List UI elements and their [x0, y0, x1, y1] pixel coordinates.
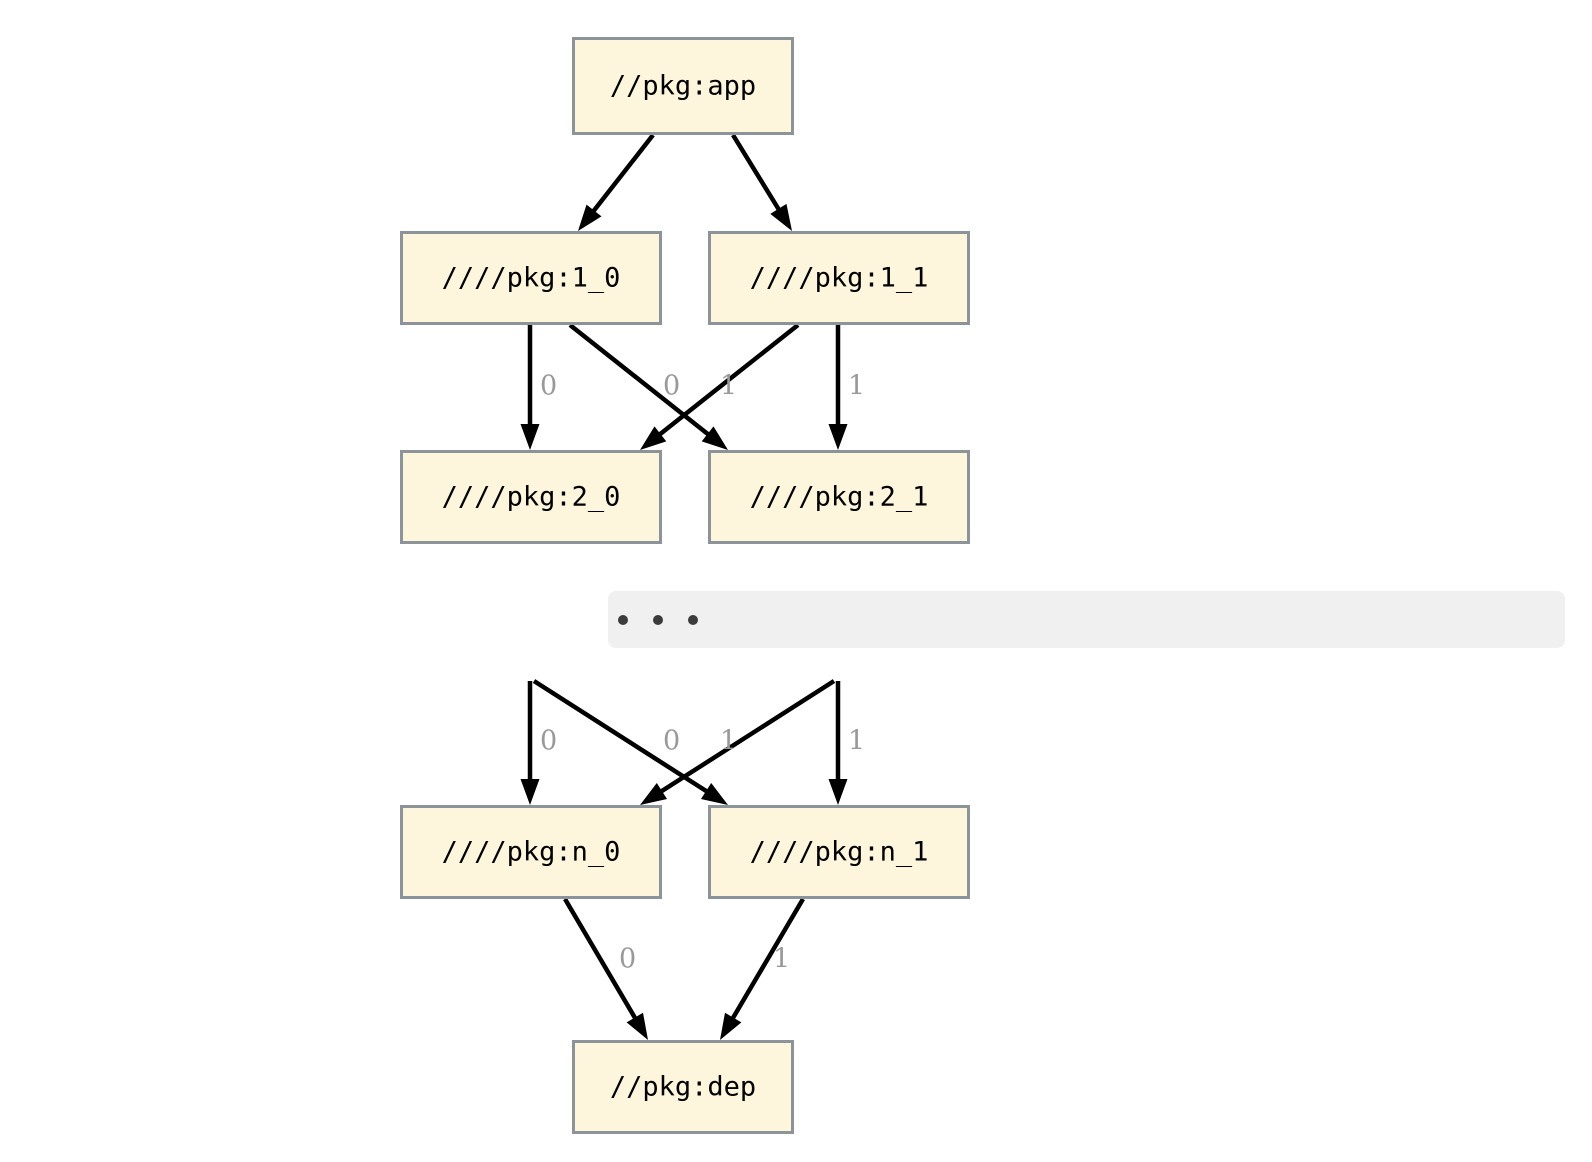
- node-label: ////pkg:2_0: [442, 482, 621, 513]
- edge-labels-layer: 0 0 1 1 0 0 1 1 0 1: [540, 371, 865, 975]
- ellipsis-band: [608, 591, 1565, 648]
- edge-line: [655, 323, 800, 439]
- edges-layer: [520, 133, 848, 1040]
- graph-node[interactable]: //pkg:dep: [572, 1040, 794, 1134]
- ellipsis-dot: [653, 615, 663, 625]
- ellipsis-band-rect: [608, 591, 1565, 648]
- node-rect[interactable]: [708, 450, 970, 544]
- graph-node[interactable]: ////pkg:1_1: [708, 231, 970, 325]
- node-label: ////pkg:1_1: [750, 263, 929, 294]
- graph-node[interactable]: //pkg:app: [572, 37, 794, 135]
- ellipsis-dot: [618, 615, 628, 625]
- node-rect[interactable]: [400, 805, 662, 899]
- edge-arrowhead: [578, 204, 602, 231]
- edge-label: 0: [663, 726, 680, 757]
- edge-label: 1: [848, 371, 865, 402]
- edge-line: [532, 679, 711, 796]
- node-label: ////pkg:1_0: [442, 263, 621, 294]
- node-label: ////pkg:2_1: [750, 482, 929, 513]
- node-rect[interactable]: [572, 1040, 794, 1134]
- node-label: ////pkg:n_1: [750, 837, 929, 868]
- node-rect[interactable]: [400, 231, 662, 325]
- nodes-layer: //pkg:app ////pkg:1_0 ////pkg:1_1 ////pkg:2…: [400, 37, 970, 1134]
- edge-arrowhead: [828, 779, 848, 805]
- node-label: //pkg:dep: [610, 1072, 756, 1103]
- graph-node[interactable]: ////pkg:2_1: [708, 450, 970, 544]
- edge-label: 0: [663, 371, 680, 402]
- node-label: ////pkg:n_0: [442, 837, 621, 868]
- edge-line: [729, 897, 805, 1023]
- edge-label: 1: [773, 944, 790, 975]
- edge-line: [657, 679, 836, 796]
- edge-arrowhead: [828, 424, 848, 450]
- graph-node[interactable]: ////pkg:1_0: [400, 231, 662, 325]
- edge-label: 0: [540, 371, 557, 402]
- node-rect[interactable]: [572, 37, 794, 135]
- graph-node[interactable]: ////pkg:2_0: [400, 450, 662, 544]
- edge-arrowhead: [626, 1012, 648, 1040]
- edge-label: 1: [720, 726, 737, 757]
- edge-line: [731, 133, 783, 214]
- node-rect[interactable]: [708, 231, 970, 325]
- edge-line: [563, 897, 639, 1023]
- edge-line: [568, 323, 713, 439]
- edge-arrowhead: [701, 426, 728, 450]
- edge-arrowhead: [520, 779, 540, 805]
- edge-label: 0: [619, 944, 636, 975]
- graph-node[interactable]: ////pkg:n_1: [708, 805, 970, 899]
- edge-arrowhead: [640, 426, 667, 450]
- edge-label: 0: [540, 726, 557, 757]
- edge-arrowhead: [520, 424, 540, 450]
- edge-arrowhead: [720, 1012, 742, 1040]
- node-rect[interactable]: [400, 450, 662, 544]
- edge-arrowhead: [640, 782, 668, 805]
- node-rect[interactable]: [708, 805, 970, 899]
- edge-arrowhead: [700, 782, 728, 805]
- edge-arrowhead: [770, 203, 792, 231]
- graph-node[interactable]: ////pkg:n_0: [400, 805, 662, 899]
- ellipsis-dot: [688, 615, 698, 625]
- edge-line: [589, 133, 655, 216]
- node-label: //pkg:app: [610, 71, 756, 102]
- edge-label: 1: [848, 726, 865, 757]
- edge-label: 1: [720, 371, 737, 402]
